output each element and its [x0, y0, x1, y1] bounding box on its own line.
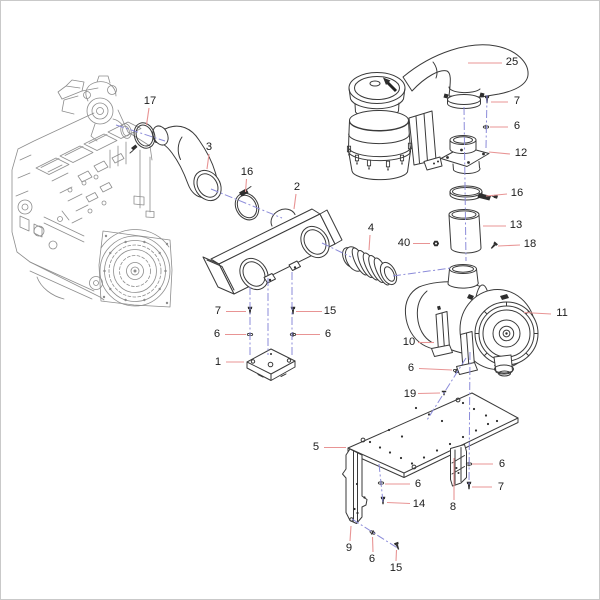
callout-label-6: 6 [514, 120, 520, 132]
leader-line-2 [293, 193, 297, 210]
plenum-duct-2 [202, 208, 343, 295]
plate-holes [360, 397, 499, 470]
leader-line-14 [386, 501, 411, 505]
bellows-hose-4 [342, 246, 398, 286]
support-bracket-8 [450, 444, 467, 487]
callout-label-13: 13 [510, 219, 522, 231]
callout-label-9: 9 [346, 542, 352, 554]
leader-line-16 [485, 193, 508, 197]
leader-line-19 [417, 392, 441, 395]
center-line [485, 94, 488, 149]
callout-label-15: 15 [390, 562, 402, 574]
nut-40-nut-icon [432, 240, 440, 247]
leader-line-11 [523, 311, 552, 315]
support-plate-1 [246, 348, 296, 381]
callout-label-6: 6 [214, 328, 220, 340]
callout-label-14: 14 [413, 498, 425, 510]
hose-clamp-16-upper [234, 186, 260, 221]
callout-label-40: 40 [398, 237, 410, 249]
elbow-duct-3 [152, 125, 222, 202]
center-line [392, 267, 452, 277]
hose-clamp-16-lower [449, 185, 498, 201]
leader-line-16 [244, 178, 248, 193]
air-precleaner-assembly [346, 72, 443, 181]
callout-label-2: 2 [294, 181, 300, 193]
flywheel-bolt-dots [102, 234, 169, 305]
center-line [426, 357, 467, 421]
callout-label-7: 7 [215, 305, 221, 317]
center-line [321, 242, 352, 258]
leader-line-4 [368, 234, 371, 251]
center-line [351, 518, 400, 550]
leader-line-18 [497, 244, 521, 247]
callout-label-16: 16 [511, 187, 523, 199]
callout-label-10: 10 [403, 336, 415, 348]
washer-6-plate1-right-washer-icon [289, 331, 297, 338]
mounting-plate-5 [347, 392, 519, 478]
center-line [378, 463, 384, 503]
engine-illustration [11, 75, 173, 308]
centerlines-layer [115, 94, 488, 550]
hose-clamp-17 [129, 122, 156, 154]
screw-15-plate1-screw-icon [290, 306, 296, 315]
callout-label-1: 1 [215, 356, 221, 368]
callout-label-12: 12 [515, 147, 527, 159]
center-line [115, 124, 166, 142]
callout-label-16: 16 [241, 166, 253, 178]
leader-line-9 [349, 525, 352, 542]
callout-label-15: 15 [324, 305, 336, 317]
callout-label-3: 3 [206, 141, 212, 153]
callout-label-6: 6 [325, 328, 331, 340]
intake-pipe-25 [402, 44, 529, 109]
center-line [210, 188, 283, 219]
callout-label-6: 6 [408, 362, 414, 374]
screw-18-screw-icon [489, 241, 499, 250]
leader-line-6 [371, 536, 374, 553]
callout-label-17: 17 [144, 95, 156, 107]
callout-label-5: 5 [313, 441, 319, 453]
connector-tube-13 [448, 209, 482, 254]
leader-line-3 [206, 153, 210, 170]
leader-line-15 [395, 549, 398, 562]
center-line [463, 106, 467, 262]
air-cleaner-housing-11 [404, 264, 539, 377]
callout-label-19: 19 [404, 388, 416, 400]
callout-label-7: 7 [514, 95, 520, 107]
callout-label-8: 8 [450, 501, 456, 513]
callout-label-6: 6 [369, 553, 375, 565]
callout-label-11: 11 [556, 307, 568, 319]
center-line [468, 351, 471, 487]
callout-label-7: 7 [498, 481, 504, 493]
callout-label-6: 6 [499, 458, 505, 470]
leader-line-12 [488, 151, 511, 155]
callout-label-6: 6 [415, 478, 421, 490]
callout-label-4: 4 [368, 222, 374, 234]
leader-line-17 [145, 107, 150, 126]
callout-label-25: 25 [506, 56, 518, 68]
support-bracket-9 [342, 448, 368, 524]
callout-label-18: 18 [524, 238, 536, 250]
leader-line-6 [418, 367, 453, 371]
